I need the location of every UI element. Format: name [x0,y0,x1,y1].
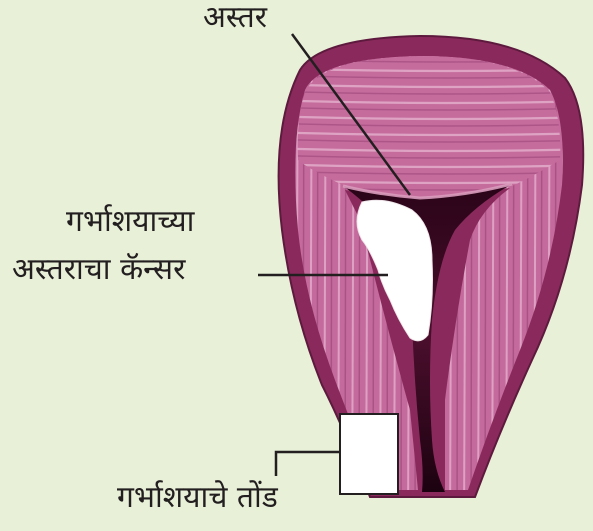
myometrium-fundus [298,56,561,198]
label-endometrial-cancer-line1: गर्भाशयाच्या [66,206,194,238]
cervix-box [340,414,398,494]
label-endometrial-cancer-line2: अस्तराचा कॅन्सर [12,254,185,286]
label-lining: अस्तर [203,2,267,34]
leader-bracket-cervix [276,452,340,476]
label-cervix: गर्भाशयाचे तोंड [117,482,278,514]
